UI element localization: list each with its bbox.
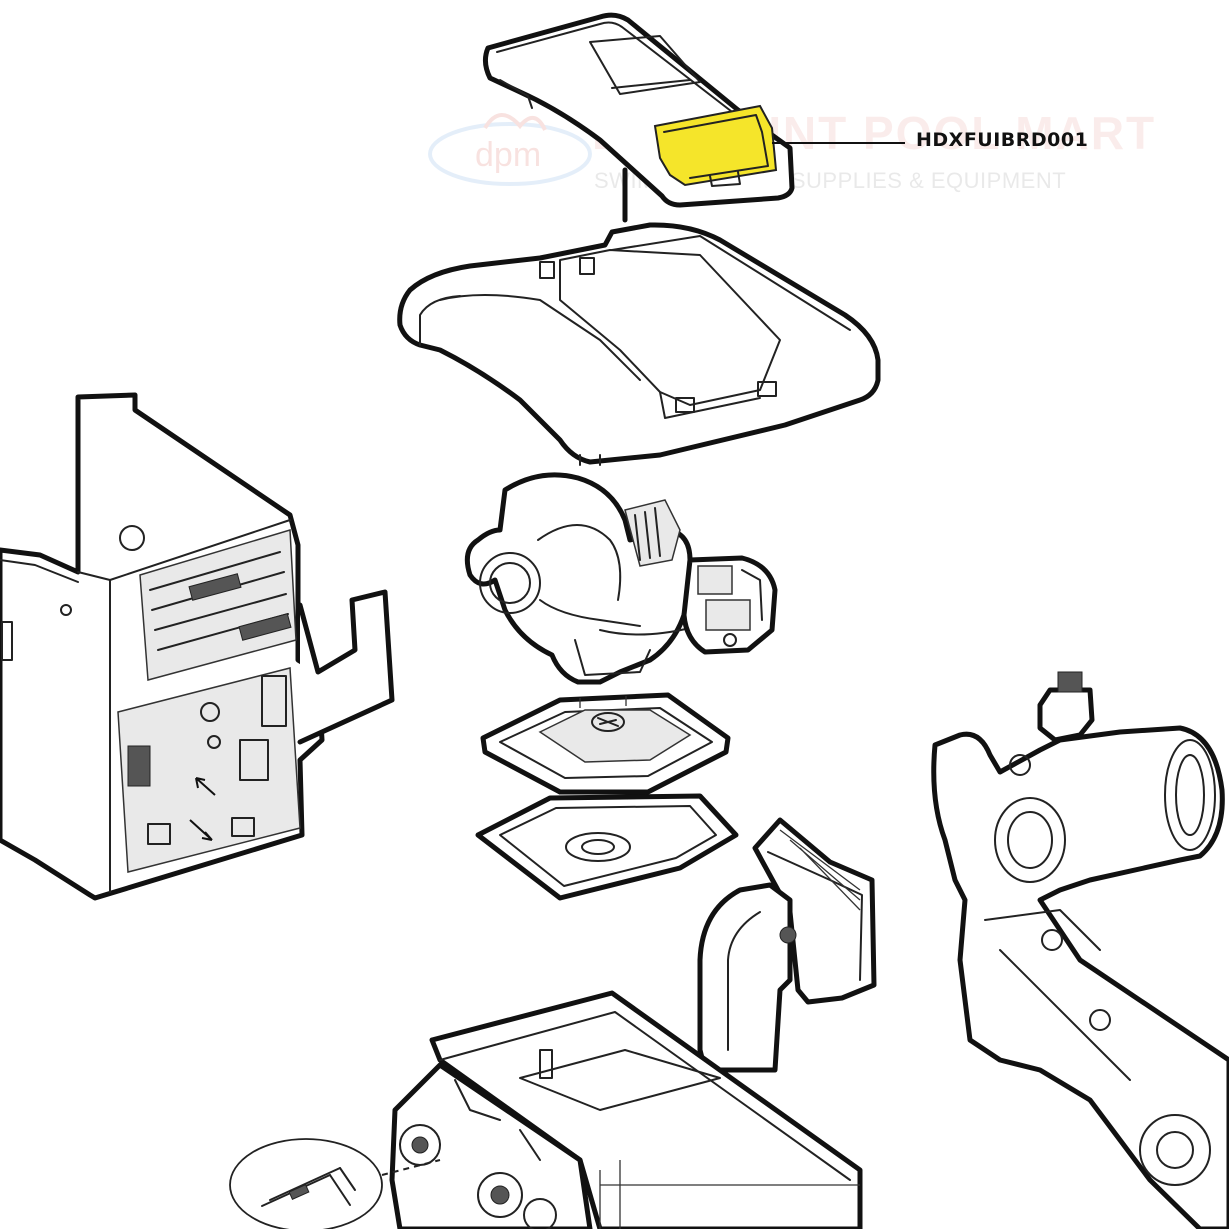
part-panel-flap xyxy=(297,589,395,745)
part-igniter-detail xyxy=(229,1138,383,1229)
part-flue-adapter xyxy=(697,817,877,1073)
part-water-manifold xyxy=(931,671,1229,1229)
part-top-cover xyxy=(397,222,881,466)
part-blower xyxy=(464,472,693,685)
part-ui-board xyxy=(653,104,778,187)
part-gas-valve xyxy=(681,555,778,655)
part-combustion-chamber xyxy=(381,990,863,1229)
part-burner-plate xyxy=(480,692,731,795)
watermark-logo-text: dpm xyxy=(475,136,541,174)
part-number-label: HDXFUIBRD001 xyxy=(916,129,1089,151)
watermark-logo: dpm xyxy=(428,113,592,186)
part-control-panel xyxy=(0,392,325,901)
part-gasket xyxy=(475,793,739,901)
